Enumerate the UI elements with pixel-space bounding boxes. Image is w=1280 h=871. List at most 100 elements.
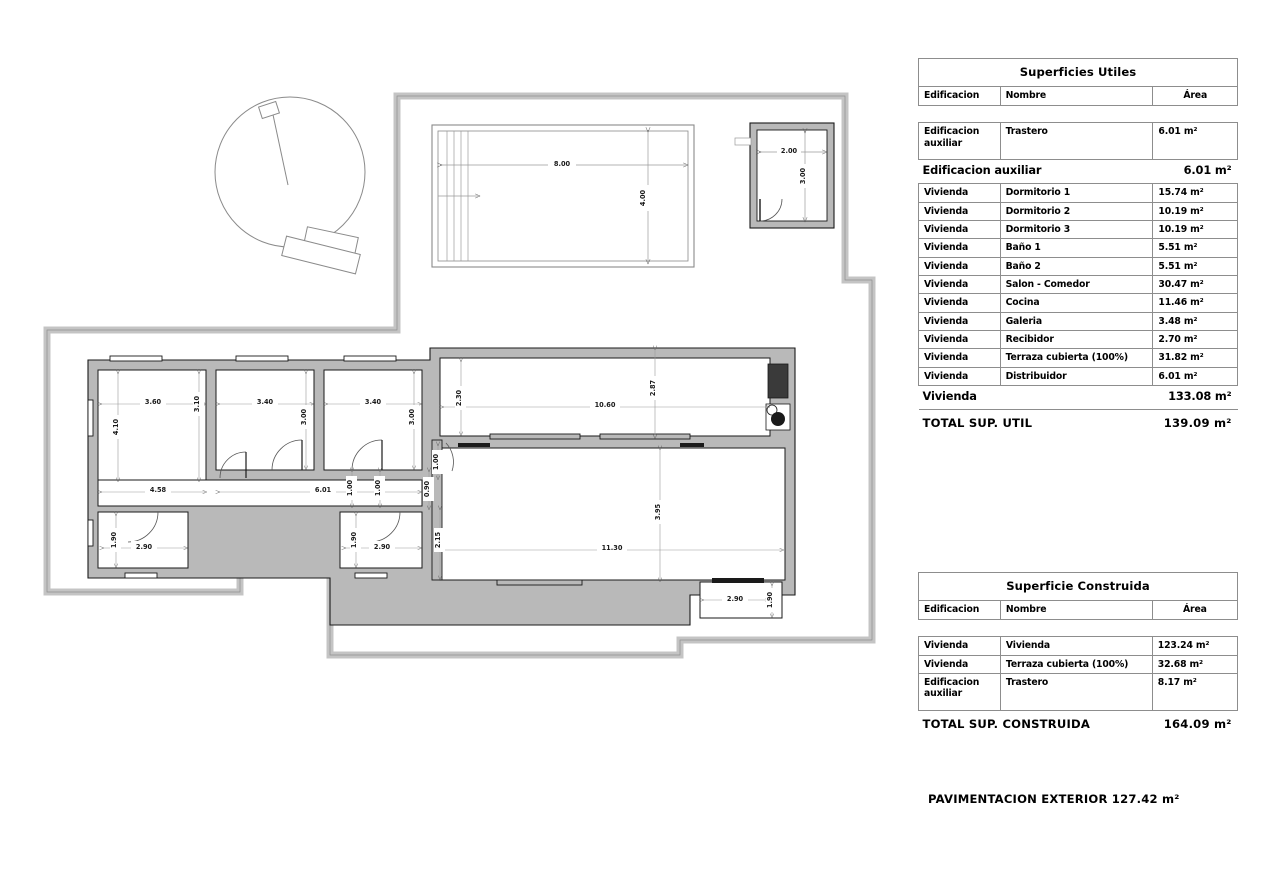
cell-area: 2.70 m² [1152, 329, 1238, 350]
cell-area: 11.46 m² [1152, 293, 1238, 313]
superficies-utiles-table: Superficies Utiles Edificacion Nombre Ár… [918, 57, 1238, 433]
cell-nombre: Terraza cubierta (100%) [999, 654, 1153, 675]
cell-edificacion: Vivienda [918, 183, 1001, 203]
table-row: Edificacion auxiliar Trastero 6.01 m² [918, 122, 1238, 161]
table-title-row: Superficies Utiles [918, 57, 1238, 88]
summary-row: Edificacion auxiliar 6.01 m² [918, 159, 1238, 185]
trastero-building: 2.00 3.00 [734, 122, 835, 229]
cell-nombre: Galeria [999, 311, 1154, 332]
column-header-area: Área [1152, 86, 1238, 107]
table-title: Superficie Construida [918, 571, 1238, 602]
cell-nombre: Baño 2 [999, 256, 1154, 277]
dim-galeria-depth: 2.30 [455, 389, 463, 406]
total-area: 164.09 m² [1152, 710, 1238, 734]
total-area: 139.09 m² [1152, 409, 1238, 433]
cell-edificacion: Vivienda [918, 275, 1001, 295]
table-row: Vivienda Dormitorio 2 10.19 m² [918, 201, 1238, 222]
column-header-nombre: Nombre [999, 86, 1154, 107]
column-header-edificacion: Edificacion [918, 86, 1001, 107]
cell-area: 10.19 m² [1152, 220, 1238, 240]
dim-pool-width: 4.00 [639, 189, 647, 206]
cell-nombre: Cocina [999, 293, 1154, 313]
table-row: Vivienda Salon - Comedor 30.47 m² [918, 275, 1238, 295]
cell-nombre: Recibidor [999, 329, 1154, 350]
plot-boundary [43, 92, 876, 659]
cell-edificacion: Vivienda [918, 256, 1001, 277]
cell-area: 6.01 m² [1152, 366, 1238, 386]
dim-rear-room-depth: 1.90 [766, 591, 774, 608]
table-row: Vivienda Distribuidor 6.01 m² [918, 366, 1238, 386]
table-row: Vivienda Cocina 11.46 m² [918, 293, 1238, 313]
kitchen-fixtures [765, 363, 791, 431]
cell-nombre: Salon - Comedor [999, 275, 1154, 295]
summary-row: Vivienda 133.08 m² [918, 384, 1238, 410]
table-row: Vivienda Terraza cubierta (100%) 32.68 m… [918, 654, 1239, 675]
table-row: Vivienda Dormitorio 1 15.74 m² [918, 183, 1238, 203]
utiles-tbody: Superficies Utiles Edificacion Nombre Ár… [918, 57, 1238, 433]
main-house [87, 347, 796, 626]
summary-area: 133.08 m² [1152, 384, 1238, 410]
dim-recibidor: 2.15 [434, 531, 442, 548]
dim-bano2-width: 2.90 [374, 543, 391, 551]
dim-dorm2-width: 3.40 [257, 398, 274, 406]
table-spacer-row [918, 105, 1238, 123]
cell-area: 5.51 m² [1152, 238, 1238, 258]
dim-rear-room-width: 2.90 [727, 595, 744, 603]
cell-area: 6.01 m² [1152, 122, 1238, 161]
table-header-row: Edificacion Nombre Área [918, 86, 1238, 107]
dim-trastero-width: 2.00 [781, 147, 798, 155]
superficie-construida-table: Superficie Construida Edificacion Nombre… [918, 571, 1239, 734]
cell-area: 15.74 m² [1152, 183, 1238, 203]
cell-edificacion: Vivienda [918, 636, 1001, 656]
summary-label: Vivienda [918, 384, 1153, 410]
cell-edificacion: Vivienda [918, 654, 1001, 675]
total-row: TOTAL SUP. CONSTRUIDA 164.09 m² [918, 710, 1238, 734]
cell-nombre: Dormitorio 3 [999, 220, 1154, 240]
cell-area: 8.17 m² [1151, 673, 1239, 712]
dim-closet-b: 1.00 [374, 479, 382, 496]
cell-edificacion: Vivienda [918, 311, 1001, 332]
dim-dorm3-depth: 3.00 [408, 408, 416, 425]
dim-bano2-depth: 1.90 [350, 531, 358, 548]
cell-area: 123.24 m² [1151, 636, 1239, 656]
dim-door-width-2: 0.90 [423, 480, 431, 497]
table-row: Vivienda Baño 1 5.51 m² [918, 238, 1238, 258]
column-header-nombre: Nombre [999, 600, 1153, 621]
dim-terrace-width: 2.87 [649, 379, 657, 396]
table-row: Vivienda Vivienda 123.24 m² [918, 636, 1239, 656]
cell-nombre: Vivienda [999, 636, 1153, 656]
cell-area: 32.68 m² [1151, 654, 1239, 675]
table-row: Vivienda Terraza cubierta (100%) 31.82 m… [918, 348, 1238, 368]
table-row: Vivienda Recibidor 2.70 m² [918, 329, 1238, 350]
dim-pool-length: 8.00 [554, 160, 571, 168]
cell-nombre: Dormitorio 2 [999, 201, 1154, 222]
floor-plan-drawing: 8.00 4.00 2.00 3.00 [43, 92, 876, 659]
total-row: TOTAL SUP. UTIL 139.09 m² [918, 409, 1238, 433]
dim-dorm1-inner-depth: 3.10 [193, 395, 201, 412]
construida-tbody: Superficie Construida Edificacion Nombre… [918, 571, 1239, 734]
dim-door-width: 1.00 [432, 453, 440, 470]
summary-label: Edificacion auxiliar [918, 159, 1153, 185]
cell-edificacion: Vivienda [918, 348, 1001, 368]
cell-area: 30.47 m² [1152, 275, 1238, 295]
table-row: Edificacion auxiliar Trastero 8.17 m² [918, 673, 1239, 712]
swimming-pool: 8.00 4.00 [431, 124, 695, 268]
table-title-row: Superficie Construida [918, 571, 1238, 602]
dim-salon-depth: 3.95 [654, 503, 662, 520]
cell-edificacion: Edificacion auxiliar [918, 122, 1001, 161]
dim-bano1-depth: 1.90 [110, 531, 118, 548]
dim-dorm3-width: 3.40 [365, 398, 382, 406]
cell-area: 5.51 m² [1152, 256, 1238, 277]
column-header-area: Área [1151, 600, 1239, 621]
cell-nombre: Distribuidor [999, 366, 1154, 386]
dimension-labels: 3.60 4.10 3.10 3.40 3.00 3.40 3.00 4.58 … [110, 376, 777, 612]
dim-trastero-depth: 3.00 [799, 167, 807, 184]
areas-table-construida: Superficie Construida Edificacion Nombre… [918, 571, 1239, 734]
dim-hall-run: 6.01 [315, 486, 332, 494]
table-row: Vivienda Galeria 3.48 m² [918, 311, 1238, 332]
total-label: TOTAL SUP. UTIL [918, 409, 1153, 433]
dim-dorm1-depth: 4.10 [112, 418, 120, 435]
cell-edificacion: Vivienda [918, 329, 1001, 350]
cell-nombre: Dormitorio 1 [999, 183, 1154, 203]
cell-edificacion: Vivienda [918, 238, 1001, 258]
